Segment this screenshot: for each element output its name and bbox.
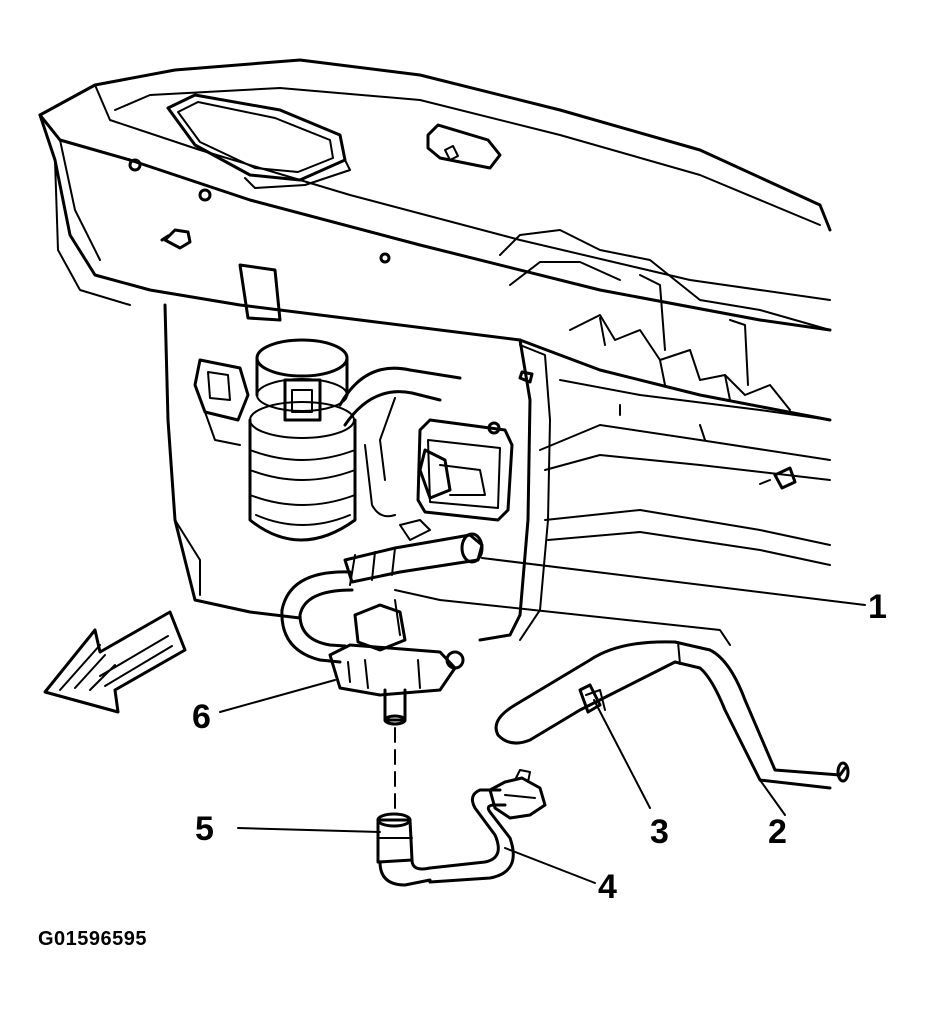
cowl-panel bbox=[38, 58, 832, 332]
callout-1: 1 bbox=[868, 588, 887, 626]
hose-fitting bbox=[376, 812, 432, 887]
heater-outlet-hose bbox=[494, 640, 850, 790]
callout-5: 5 bbox=[195, 810, 214, 848]
cowl-bracing bbox=[499, 229, 831, 411]
leader-4 bbox=[504, 847, 596, 884]
leader-2 bbox=[759, 779, 786, 816]
leader-3 bbox=[593, 699, 651, 809]
leader-1b bbox=[394, 589, 731, 646]
callout-2: 2 bbox=[768, 813, 787, 851]
leader-6 bbox=[219, 679, 336, 713]
callout-4: 4 bbox=[598, 868, 617, 906]
heater-control-valve bbox=[328, 599, 465, 726]
firewall bbox=[163, 303, 831, 642]
leader-lines bbox=[219, 557, 866, 884]
valve-inlet-hose bbox=[280, 570, 354, 664]
upper-hose bbox=[338, 366, 486, 518]
callout-3: 3 bbox=[650, 813, 669, 851]
lower-heater-hose bbox=[428, 769, 547, 884]
figure-id-label: G01596595 bbox=[38, 928, 148, 950]
leader-1 bbox=[481, 557, 866, 606]
front-direction-arrow-icon bbox=[43, 610, 187, 714]
accumulator-canister bbox=[193, 338, 357, 542]
callout-6: 6 bbox=[192, 698, 211, 736]
fender-rail bbox=[38, 113, 832, 422]
leader-5 bbox=[237, 827, 381, 833]
heater-core-pipes bbox=[343, 519, 484, 586]
